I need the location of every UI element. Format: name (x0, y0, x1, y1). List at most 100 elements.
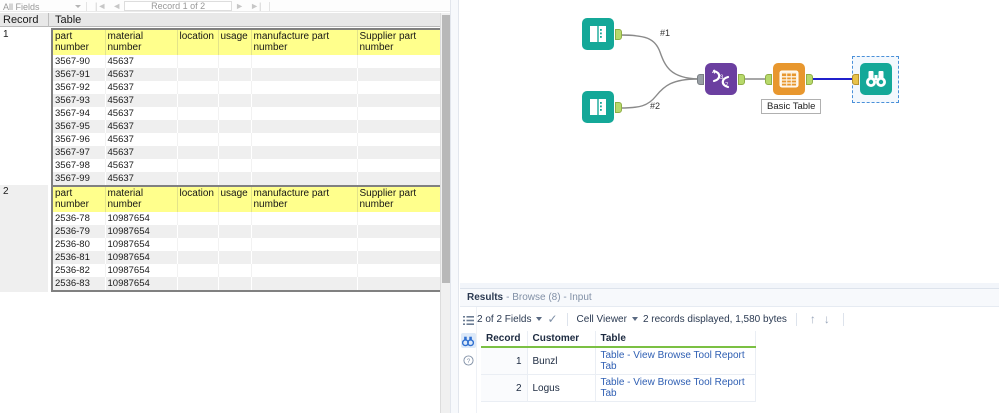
report-cell (251, 133, 358, 146)
report-cell (251, 94, 358, 107)
report-cell (177, 251, 219, 264)
fields-selector[interactable]: 2 of 2 Fields (477, 314, 547, 325)
report-cell (357, 55, 445, 68)
report-cell (218, 172, 252, 186)
report-cell: 2536-83 (52, 277, 106, 291)
output-anchor-union[interactable] (738, 74, 745, 85)
previous-record-icon[interactable]: ◄ (112, 1, 122, 11)
connection-label-2: #2 (650, 101, 661, 111)
report-cell (218, 212, 252, 225)
check-icon[interactable]: ✓ (547, 312, 558, 326)
report-cell (177, 120, 219, 133)
report-cell (177, 277, 219, 291)
workflow-canvas[interactable]: #1 #2 4 3 7 (460, 0, 999, 287)
tool-basic-table[interactable]: Basic Table (761, 63, 822, 114)
input-anchor-union[interactable] (697, 74, 704, 85)
left-panel-scrollbar[interactable] (440, 13, 450, 413)
results-col-record[interactable]: Record (481, 331, 528, 348)
cell-table-link[interactable]: Table - View Browse Tool Report Tab (595, 347, 756, 375)
output-anchor-input-2[interactable] (615, 102, 622, 113)
report-cell: 45637 (105, 107, 178, 120)
cell-customer[interactable]: Bunzl (527, 347, 596, 375)
report-cell: 10987654 (105, 238, 178, 251)
report-cell: 45637 (105, 146, 178, 159)
header-divider (48, 12, 49, 27)
scrollbar-thumb[interactable] (442, 15, 450, 283)
fields-selector-label: 2 of 2 Fields (477, 313, 532, 325)
vertical-splitter[interactable] (450, 0, 459, 413)
connection-lines (619, 34, 856, 109)
report-cell (251, 107, 358, 120)
cell-record[interactable]: 2 (481, 374, 528, 402)
toolbar-divider-1 (566, 312, 568, 326)
tool-input-data-2[interactable] (582, 91, 622, 123)
tool-union[interactable]: 4 3 7 (697, 63, 745, 95)
report-cell (251, 68, 358, 81)
report-cell (251, 264, 358, 277)
record-navigation-toolbar[interactable]: All Fields |◄ ◄ Record 1 of 2 ► ►| (0, 0, 450, 12)
record-indicator-box[interactable]: Record 1 of 2 (124, 1, 233, 11)
cell-table-link[interactable]: Table - View Browse Tool Report Tab (595, 374, 756, 402)
output-anchor-input-1[interactable] (615, 29, 622, 40)
cell-record[interactable]: 1 (481, 347, 528, 375)
output-anchor-basic-table[interactable] (806, 74, 813, 85)
report-cell: 3567-91 (52, 68, 106, 81)
cell-customer[interactable]: Logus (527, 374, 596, 402)
report-cell (177, 212, 219, 225)
input-anchor-basic-table[interactable] (765, 74, 772, 85)
help-icon[interactable]: ? (461, 353, 476, 368)
report-cell: 45637 (105, 120, 178, 133)
report-cell (218, 81, 252, 94)
report-cell (218, 277, 252, 291)
input-anchor-browse[interactable] (852, 74, 859, 85)
arrow-down-icon[interactable]: ↓ (823, 312, 830, 326)
record-indicator-label: Record 1 of 2 (151, 1, 206, 11)
report-cell (251, 238, 358, 251)
report-col-3: usage (218, 29, 252, 55)
svg-text:3: 3 (720, 75, 724, 81)
report-cell: 3567-90 (52, 55, 106, 68)
report-cell (218, 94, 252, 107)
last-record-icon[interactable]: ►| (250, 1, 262, 11)
report-header-record: Record (3, 13, 39, 26)
results-col-table[interactable]: Table (595, 331, 756, 348)
first-record-icon[interactable]: |◄ (95, 1, 107, 11)
browse-icon[interactable] (460, 333, 476, 348)
report-cell: 10987654 (105, 251, 178, 264)
report-cell (218, 55, 252, 68)
report-cell (251, 225, 358, 238)
tool-input-data-1[interactable] (582, 18, 622, 50)
results-col-customer[interactable]: Customer (527, 331, 596, 348)
report-cell: 45637 (105, 159, 178, 172)
view-mode-selector[interactable]: Cell Viewer (577, 314, 643, 325)
next-record-icon[interactable]: ► (235, 1, 245, 11)
report-cell (357, 212, 445, 225)
arrow-up-icon[interactable]: ↑ (809, 312, 816, 326)
report-cell (357, 120, 445, 133)
report-cell: 3567-99 (52, 172, 106, 186)
tool-browse[interactable] (852, 63, 892, 95)
field-selector-dropdown[interactable]: All Fields (3, 2, 81, 11)
fields-list-icon[interactable] (461, 313, 476, 328)
toolbar-divider-2 (795, 312, 797, 326)
report-cell: 3567-93 (52, 94, 106, 107)
report-cell (218, 225, 252, 238)
view-mode-label: Cell Viewer (576, 313, 627, 325)
horizontal-splitter[interactable] (460, 283, 999, 288)
report-cell (218, 68, 252, 81)
